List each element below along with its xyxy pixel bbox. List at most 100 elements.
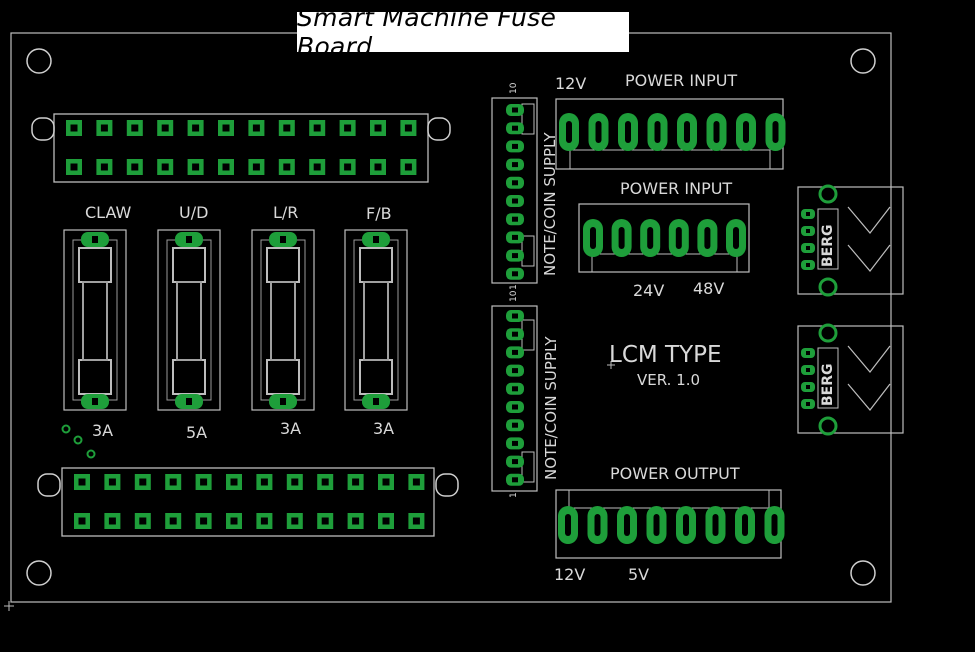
berg-logo-box (817, 347, 839, 409)
pad-hole (512, 125, 518, 131)
connector-lip (569, 149, 771, 170)
fuse-clip (266, 359, 300, 395)
pad-slot (594, 514, 601, 536)
connector-outline (491, 305, 538, 492)
berg-mount-pad (818, 416, 838, 436)
via (86, 449, 96, 459)
mounting-hole (26, 48, 52, 74)
berg-logo-box (817, 208, 839, 270)
pad-hole (230, 478, 238, 486)
pad-hole (374, 163, 382, 171)
pad-hole (131, 124, 139, 132)
pad-hole (806, 229, 810, 233)
fuse-rating-label: 3A (280, 419, 301, 438)
pad-slot (595, 121, 602, 143)
pad-hole (200, 478, 208, 486)
note-coin-supply-label: NOTE/COIN SUPPLY (542, 336, 560, 480)
latch (521, 103, 535, 135)
stray-vias (61, 424, 96, 459)
pad-hole (280, 398, 286, 405)
pad-slot (684, 121, 690, 143)
pad-hole (404, 163, 412, 171)
crosshair (607, 361, 615, 369)
pad-hole (512, 162, 518, 168)
fuse-glass (82, 281, 108, 361)
via (61, 424, 71, 434)
fuse-name-label: U/D (179, 203, 208, 222)
fuse-clip (172, 247, 206, 283)
pad-hole (512, 107, 518, 113)
pad-slot (743, 121, 749, 143)
berg-contacts (847, 206, 891, 272)
pad-hole (404, 124, 412, 132)
pad-hole (313, 163, 321, 171)
note-coin-connector-top: 10 1 NOTE/COIN SUPPLY (491, 82, 559, 290)
pad-hole (512, 386, 518, 392)
pad-slot (771, 514, 778, 536)
pin-number-1: 1 (509, 284, 519, 290)
pad-hole (260, 478, 268, 486)
pad-hole (78, 478, 86, 486)
fuse-clip (78, 359, 112, 395)
pad-hole (291, 478, 299, 486)
connector-outline (578, 203, 750, 273)
pad-hole (169, 478, 177, 486)
berg-connector: BERG (797, 184, 904, 297)
pad-hole (512, 477, 518, 483)
pad-hole (92, 398, 98, 405)
fuse-clip (359, 359, 393, 395)
berg-mount-pad (818, 184, 838, 204)
power-output-connector: POWER OUTPUT 12V 5V (554, 464, 785, 584)
pad-slot (742, 514, 748, 536)
pad-hole (512, 440, 518, 446)
pad-hole (283, 124, 291, 132)
header-ear (31, 117, 55, 141)
pad-hole (512, 216, 518, 222)
pad-hole (186, 236, 192, 243)
pad-hole (806, 385, 810, 389)
pad-hole (161, 124, 169, 132)
power-input-connector-top: 12V POWER INPUT (555, 71, 786, 170)
pad-hole (512, 422, 518, 428)
bottom-header-connector (37, 467, 459, 537)
pad-hole (230, 517, 238, 525)
header-outline (61, 467, 435, 537)
pad-slot (654, 121, 661, 143)
fuse-f-b: F/B3A (344, 204, 408, 438)
note-coin-supply-label: NOTE/COIN SUPPLY (541, 132, 559, 276)
connector-outline (491, 97, 538, 284)
pad-hole (70, 163, 78, 171)
header-outline (53, 113, 429, 183)
berg-mount-pad (818, 277, 838, 297)
mounting-hole (850, 48, 876, 74)
berg-logo-text: BERG (820, 363, 836, 406)
voltage-12v-label: 12V (555, 74, 586, 93)
pad-hole (512, 459, 518, 465)
via (73, 435, 83, 445)
pad-hole (192, 124, 200, 132)
top-header-connector (31, 113, 451, 183)
pad-hole (373, 398, 379, 405)
header-ear (427, 117, 451, 141)
pad-hole (512, 368, 518, 374)
berg-contacts (847, 345, 891, 411)
fuse-outline (157, 229, 221, 411)
fuse-glass (363, 281, 389, 361)
pad-hole (412, 517, 420, 525)
pad-hole (512, 404, 518, 410)
pad-hole (321, 517, 329, 525)
pin-number-1: 1 (509, 492, 519, 498)
pad-hole (382, 478, 390, 486)
power-input-label: POWER INPUT (620, 179, 732, 198)
pad-slot (618, 227, 625, 249)
pin-number-10: 10 (509, 290, 519, 302)
latch (521, 235, 535, 267)
pad-hole (131, 163, 139, 171)
pad-hole (512, 234, 518, 240)
pad-hole (373, 236, 379, 243)
pad-hole (108, 478, 116, 486)
berg-logo-text: BERG (820, 224, 836, 267)
pad-hole (186, 398, 192, 405)
